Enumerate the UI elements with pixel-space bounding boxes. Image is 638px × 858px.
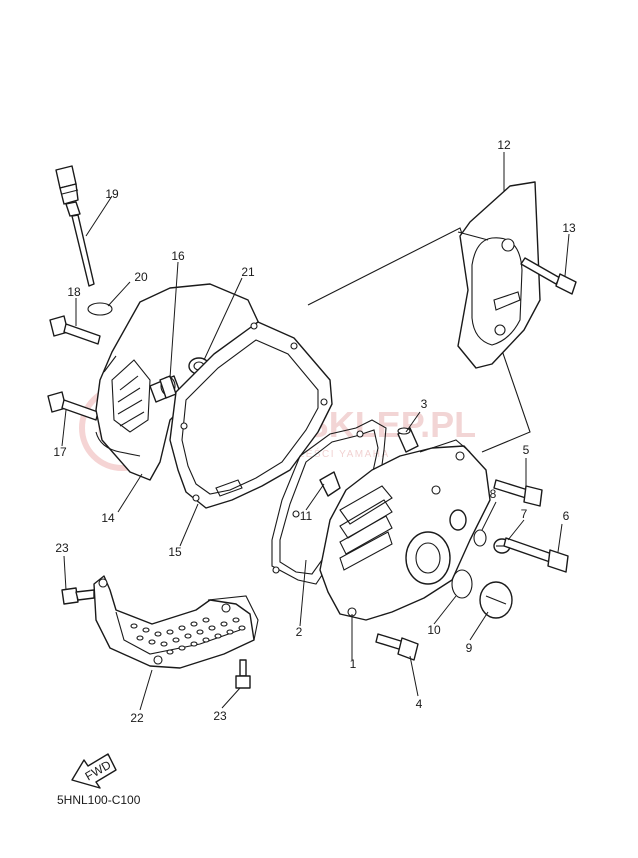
fwd-arrow-icon: FWD <box>71 753 117 789</box>
part-19-dipstick <box>55 165 95 287</box>
callout-14: 14 <box>101 511 115 525</box>
callout-12: 12 <box>497 138 511 152</box>
callout-20: 20 <box>134 270 148 284</box>
callout-23-lower: 23 <box>213 709 227 723</box>
callout-9: 9 <box>466 641 473 655</box>
part-6-bolt <box>503 537 569 573</box>
callout-16: 16 <box>171 249 185 263</box>
part-23-bolt-lower <box>235 659 251 689</box>
part-13-bolt <box>520 257 577 295</box>
part-15-gasket <box>169 321 333 509</box>
part-20-o-ring <box>87 302 113 316</box>
callout-13: 13 <box>562 221 576 235</box>
callout-2: 2 <box>296 625 303 639</box>
callout-7: 7 <box>521 507 528 521</box>
callout-17: 17 <box>53 445 67 459</box>
part-5-bolt <box>493 479 543 507</box>
callout-21: 21 <box>241 265 255 279</box>
callout-6: 6 <box>563 509 570 523</box>
callout-1: 1 <box>350 657 357 671</box>
part-22-skid-plate <box>93 575 259 669</box>
callout-10: 10 <box>427 623 441 637</box>
part-18-bolt <box>49 315 101 345</box>
part-1-crankcase-cover <box>319 439 491 621</box>
part-4-bolt <box>375 633 419 661</box>
callout-labels: 1 2 3 4 5 6 7 8 9 10 11 12 13 14 15 16 1… <box>53 138 576 725</box>
callout-8: 8 <box>490 487 497 501</box>
part-10-o-ring <box>451 569 473 599</box>
callout-5: 5 <box>523 443 530 457</box>
callout-23-upper: 23 <box>55 541 69 555</box>
callout-22: 22 <box>130 711 144 725</box>
part-17-bolt <box>47 391 99 421</box>
part-8-o-ring <box>473 529 487 547</box>
callout-19: 19 <box>105 187 119 201</box>
part-11-clip <box>319 471 341 497</box>
callout-11: 11 <box>300 509 313 523</box>
diagram-code: 5HNL100-C100 <box>57 793 141 807</box>
part-9-plug <box>479 581 513 619</box>
part-3-dowel <box>397 427 419 453</box>
part-23-bolt-upper <box>61 587 95 605</box>
callout-18: 18 <box>67 285 81 299</box>
callout-3: 3 <box>421 397 428 411</box>
part-12-sprocket-cover <box>457 181 541 369</box>
skid-plate-vent-holes <box>130 617 246 655</box>
callout-15: 15 <box>168 545 182 559</box>
leader-lines <box>61 152 570 711</box>
callout-4: 4 <box>416 697 423 711</box>
